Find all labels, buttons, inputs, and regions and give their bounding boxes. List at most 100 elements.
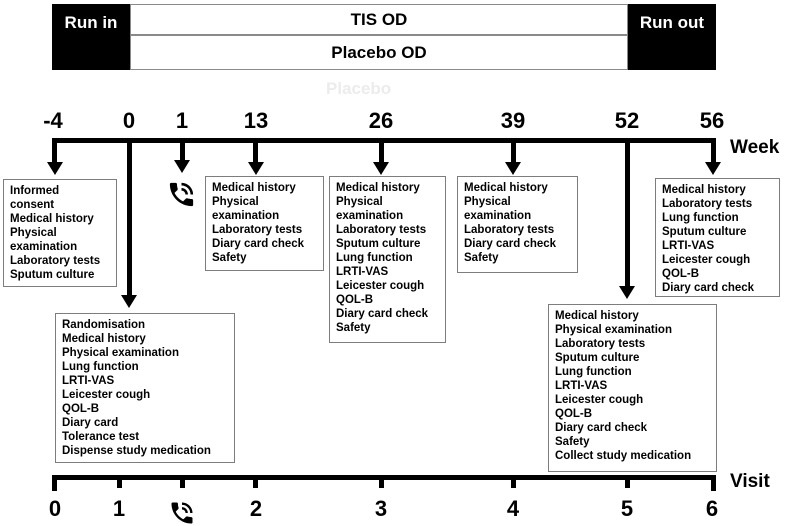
assessment-item: Medical history [10,213,94,225]
assessment-item: examination [464,210,532,222]
visit-tick-2 [253,475,258,488]
visit-tick-4 [511,475,516,488]
assessment-item: Lung function [62,361,139,373]
assessment-item: Laboratory tests [336,224,427,236]
visit-tick-3 [379,475,384,488]
visit-tick-label-5: 5 [620,496,634,521]
week-52-arrowhead [619,286,635,299]
assessment-item: Medical history [212,182,296,194]
week-1-arrowhead [174,160,190,173]
placebo-od-label: Placebo OD [331,43,427,62]
assessment-item: LRTI-VAS [662,240,715,252]
visit-tick-label-4: 4 [506,496,520,521]
assessment-item: Diary card check [662,282,755,294]
week-tick-label-26: 26 [368,108,394,133]
assessment-item: Safety [555,436,590,448]
assessment-item: Laboratory tests [555,338,646,350]
assessment-item: LRTI-VAS [336,266,389,278]
week-tick-label-0: 0 [122,108,136,133]
assessment-item: Laboratory tests [212,224,303,236]
visit-tick-0 [52,475,57,491]
visit-tick-label-1: 1 [112,496,126,521]
week-0-arrowhead [121,295,137,308]
assessment-item: Lung function [662,212,739,224]
visit-tick-5 [625,475,630,488]
run-in-label: Run in [64,13,118,32]
assessment-item: Medical history [662,184,746,196]
assessment-item: Medical history [555,310,639,322]
assessment-item: Safety [212,252,247,264]
assessment-item: Diary card check [212,238,305,250]
assessment-item: Sputum culture [555,352,640,364]
assessment-item: Medical history [336,182,420,194]
assessment-item: Safety [464,252,499,264]
assessment-item: Dispense study medication [62,445,211,457]
visit-tick-phone [180,475,185,488]
phone-call-icon [168,499,196,526]
assessment-item: Sputum culture [662,226,747,238]
assessment-item: Collect study medication [555,450,692,462]
week-56-arrow-stem [711,143,716,162]
placebo-od-row: Placebo OD [130,35,628,70]
week-tick-label-39: 39 [500,108,526,133]
assessment-item: examination [10,241,78,253]
assessment-item: Medical history [62,333,146,345]
assessment-item: Physical examination [62,347,179,359]
week-tick-label-56: 56 [699,108,725,133]
week-1-arrow-stem [180,143,185,160]
week-tick-label-52: 52 [614,108,640,133]
assessment-item: Sputum culture [336,238,421,250]
week-minus4-arrowhead [47,162,63,175]
assessment-item: Medical history [464,182,548,194]
week-axis-label: Week [730,137,780,158]
week-13-arrow-stem [253,143,258,162]
tis-od-label: TIS OD [350,10,408,29]
week-56-arrowhead [705,162,721,175]
assessment-item: Tolerance test [62,431,140,443]
assessment-item: Sputum culture [10,269,95,281]
assessment-item: QOL-B [555,408,593,420]
visit-axis-line [52,475,716,480]
assessment-item: examination [212,210,280,222]
assessment-item: Laboratory tests [662,198,753,210]
assessment-item: Leicester cough [62,389,151,401]
assessment-item: LRTI-VAS [555,380,608,392]
assessment-item: Diary card check [555,422,648,434]
assessment-item: Diary card check [464,238,557,250]
phone-call-icon [166,178,197,211]
week-26-arrow-stem [379,143,384,162]
assessment-item: Randomisation [62,319,146,331]
placebo-watermark: Placebo [326,79,392,98]
assessment-item: Informed [10,185,60,197]
run-out-box: Run out [628,4,716,70]
run-in-box: Run in [52,4,130,70]
assessment-item: Physical [464,196,511,208]
visit-tick-label-0: 0 [48,496,62,521]
assessment-item: Physical [336,196,383,208]
assessment-item: Leicester cough [336,280,425,292]
assessment-item: Laboratory tests [464,224,555,236]
week-tick-label-1: 1 [175,108,189,133]
week-39-arrowhead [505,162,521,175]
assessment-item: Diary card check [336,308,429,320]
run-out-label: Run out [639,13,705,32]
assessment-item: Diary card [62,417,119,429]
visit-tick-1 [117,475,122,488]
week-tick-label-minus4: -4 [43,108,63,133]
assessment-item: Physical [212,196,259,208]
visit-tick-label-2: 2 [249,496,263,521]
visit-axis-label: Visit [730,471,770,492]
assessment-item: Leicester cough [555,394,644,406]
assessment-item: Laboratory tests [10,255,101,267]
assessment-item: Physical [10,227,57,239]
assessment-item: consent [10,199,55,211]
week-52-arrow-stem [625,143,630,286]
